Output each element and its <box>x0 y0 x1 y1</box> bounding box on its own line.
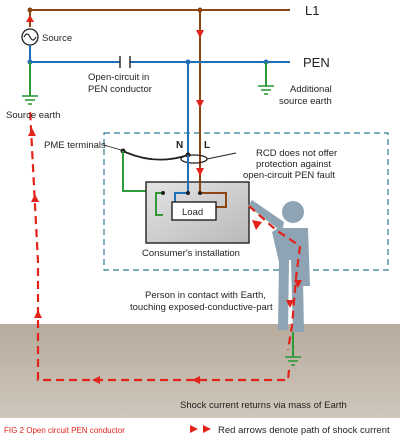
arrow-l1-down-3 <box>196 168 204 176</box>
rcd-label-3: open-circuit PEN fault <box>243 170 335 181</box>
rcd-symbol <box>180 154 208 164</box>
l-terminal-label: L <box>204 140 210 151</box>
legend-arrow-icon <box>190 425 211 433</box>
cpc-junction <box>161 191 165 195</box>
l1-junction <box>197 7 203 13</box>
person-label-1: Person in contact with Earth, <box>145 290 266 301</box>
internal-cpc <box>155 192 163 216</box>
pme-terminals-label: PME terminals <box>44 140 106 151</box>
source-label: Source <box>42 33 72 44</box>
arrow-body-2 <box>286 300 294 308</box>
internal-neutral <box>174 155 189 207</box>
legend-label: Red arrows denote path of shock current <box>218 425 390 436</box>
arrow-box-to-person <box>252 220 262 230</box>
internal-junction-l <box>198 191 202 195</box>
ac-wave-icon <box>23 33 37 41</box>
n-terminal-label: N <box>176 140 183 151</box>
shock-return-label: Shock current returns via mass of Earth <box>180 400 347 411</box>
arrow-up-2 <box>31 194 39 202</box>
pme-link <box>122 150 189 161</box>
person-figure <box>248 200 310 332</box>
person-earth-icon <box>285 356 301 366</box>
shock-arrowheads <box>26 15 302 384</box>
internal-junction-n <box>186 191 190 195</box>
load-box <box>171 201 217 221</box>
rcd-label-1: RCD does not offer <box>256 148 337 159</box>
additional-earth-icon <box>258 85 274 95</box>
arrow-l1-down-1 <box>196 30 204 38</box>
source-earth-label: Source earth <box>6 110 60 121</box>
source-earth-icon <box>22 95 38 105</box>
arrow-up-3 <box>28 128 36 136</box>
internal-line <box>200 192 227 208</box>
pme-leader <box>103 144 122 151</box>
rcd-label-2: protection against <box>256 159 331 170</box>
l1-label: L1 <box>305 3 319 18</box>
pen-label: PEN <box>303 55 330 70</box>
arrow-source-up <box>26 15 34 22</box>
additional-earth-label-2: source earth <box>279 96 332 107</box>
installation-boundary <box>103 132 389 271</box>
arrow-up-1 <box>34 310 42 318</box>
l1-source-junction <box>27 7 33 13</box>
rcd-leader <box>206 152 237 160</box>
shock-current-path <box>28 109 302 382</box>
load-label: Load <box>182 207 203 218</box>
additional-earth-label-1: Additional <box>290 84 332 95</box>
figure-caption: FIG 2 Open circuit PEN conductor <box>4 426 125 435</box>
arrow-return-left <box>92 376 100 384</box>
earth-ground <box>0 324 400 418</box>
arrow-l1-down-2 <box>196 100 204 108</box>
arrow-body-1 <box>294 280 302 288</box>
arrow-return-left-2 <box>192 376 200 384</box>
person-label-2: touching exposed-conductive-part <box>130 302 273 313</box>
consumers-installation-label: Consumer's installation <box>142 248 240 259</box>
open-circuit-label-2: PEN conductor <box>88 84 152 95</box>
main-earthing-conductor <box>122 151 146 192</box>
open-circuit-label-1: Open-circuit in <box>88 72 149 83</box>
